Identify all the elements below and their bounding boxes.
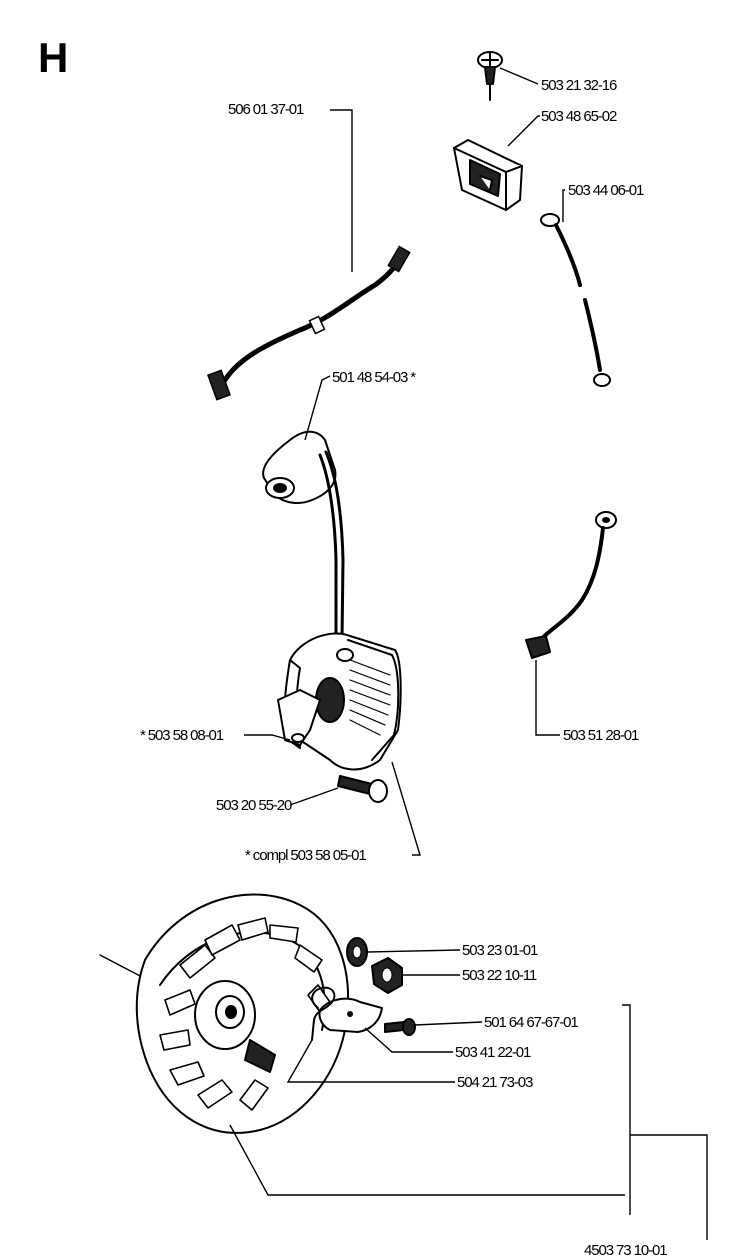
pawl-part [318,997,383,1033]
leader-ground-wire [562,189,565,222]
label-pawl-screw: 501 64 67-67-01 [484,1014,578,1031]
switch-part [453,139,523,211]
spring-part [311,986,336,1041]
label-ground-lead: 503 51 28-01 [563,727,639,744]
ignition-cap-part [262,430,345,642]
leader-flywheel [229,1124,625,1196]
label-washer: 503 23 01-01 [462,942,538,959]
washer-part [346,937,368,967]
leader-flywheel-complete [630,1134,708,1240]
label-ground-wire: 503 44 06-01 [568,182,644,199]
label-switch: 503 48 65-02 [541,108,617,125]
pawl-screw-part [384,1018,416,1036]
label-ignition-cap: 501 48 54-03 * [332,369,416,386]
cable-left-part [207,245,411,401]
label-spring: 504 21 73-03 [457,1074,533,1091]
section-letter: H [38,34,68,81]
ground-lead-part [525,511,617,659]
ignition-module-part [277,632,402,771]
leader-ground-lead [535,660,560,736]
label-pawl: 503 41 22-01 [455,1044,531,1061]
label-nut: 503 22 10-11 [462,967,537,984]
label-cable-left: 506 01 37-01 [228,101,304,118]
leader-ignition-cap [304,375,331,441]
leader-pawl [364,1027,453,1053]
leader-washer [367,949,461,953]
label-module-screw: 503 20 55-20 [216,797,292,814]
leader-complete-assembly [391,761,421,856]
label-screw-top: 503 21 32-16 [541,77,617,94]
label-complete-assembly: * compl 503 58 05-01 [245,847,366,864]
module-screw-part [337,775,388,803]
leader-ignition-module [244,734,291,741]
leader-screw-top [499,67,539,85]
leader-module-screw [289,787,339,806]
leader-pawl-screw [414,1021,483,1026]
leader-cable-left [330,109,353,272]
screw-top-part [477,51,503,101]
nut-part [371,957,403,994]
label-ignition-module: * 503 58 08-01 [140,727,224,744]
label-flywheel-complete: 4503 73 10-01 [584,1242,667,1256]
leader-switch [507,115,540,147]
bracket-flywheel-assembly [622,1004,631,1215]
flywheel-part [99,893,349,1134]
ground-wire-part [540,213,611,387]
leader-spring [286,1039,455,1083]
